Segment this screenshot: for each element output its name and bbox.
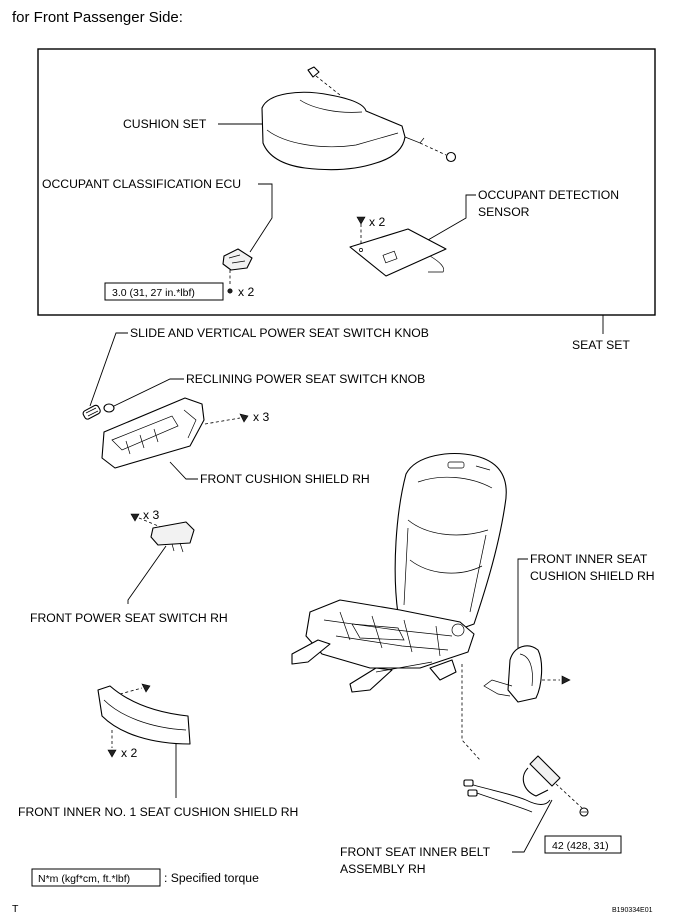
shield-no1-screw-icon [107,730,117,758]
belt-bolt-icon [579,807,589,817]
shield-no1-clip-icon [119,683,151,695]
legend-torque-unit: N*m (kgf*cm, ft.*lbf) [38,873,130,885]
shield-no1-screw-qty: x 2 [121,746,137,760]
belt-assembly-label-line2: ASSEMBLY RH [340,862,426,876]
belt-assembly-label-line1: FRONT SEAT INNER BELT [340,845,491,859]
belt-bolt-guide [555,783,583,809]
ecu-torque-box [104,282,224,301]
inner-seat-shield-label-line1: FRONT INNER SEAT [530,552,648,566]
power-seat-switch-leader [127,545,167,604]
switch-screw-icon [130,513,169,531]
figure-id: B190334E01 [612,907,653,914]
power-seat-switch-label: FRONT POWER SEAT SWITCH RH [30,611,228,625]
shield-screw-qty: x 3 [253,410,269,424]
occupant-ecu-part [222,248,253,271]
seat-set-frame [37,48,656,316]
belt-guide-line [461,664,481,761]
cushion-clip-icon [307,66,341,96]
belt-torque-box [544,835,622,854]
slide-knob-leader [89,332,128,407]
corner-mark: T [12,903,19,915]
inner-seat-shield-screw-icon [542,675,571,685]
front-cushion-shield-leader [169,461,198,480]
seat-assembly-part [291,453,507,693]
cushion-pin-icon [419,142,457,163]
occupant-sensor-label-line1: OCCUPANT DETECTION [478,188,619,202]
ecu-torque-value: 3.0 (31, 27 in.*lbf) [112,287,195,299]
reclining-knob-leader [113,378,184,407]
reclining-knob-part [103,403,115,413]
occupant-sensor-label-line2: SENSOR [478,205,530,219]
shield-screw-icon [204,413,249,425]
sensor-screw-icon [356,216,366,245]
seat-set-label: SEAT SET [572,338,630,352]
occupant-detection-sensor-part [349,228,447,277]
legend-torque-box [31,868,161,887]
front-cushion-shield-label: FRONT CUSHION SHIELD RH [200,472,370,486]
slide-knob-label: SLIDE AND VERTICAL POWER SEAT SWITCH KNO… [130,326,429,340]
occupant-ecu-label: OCCUPANT CLASSIFICATION ECU [42,177,241,191]
occupant-ecu-leader [249,183,273,253]
sensor-screw-qty: x 2 [369,215,385,229]
belt-torque-value: 42 (428, 31) [552,840,609,852]
cushion-set-part [261,91,425,171]
inner-seat-shield-leader [517,558,528,650]
front-inner-seat-cushion-shield-part [483,645,543,703]
inner-seat-shield-label-line2: CUSHION SHIELD RH [530,569,655,583]
ecu-screw-icon [227,288,233,294]
shield-no1-label: FRONT INNER NO. 1 SEAT CUSHION SHIELD RH [18,805,298,819]
switch-screw-qty: x 3 [143,508,159,522]
belt-assembly-leader [512,799,553,853]
diagram-title: for Front Passenger Side: [12,9,183,26]
front-seat-inner-belt-part [463,755,561,813]
reclining-knob-label: RECLINING POWER SEAT SWITCH KNOB [186,372,425,386]
slide-knob-part [82,404,101,420]
legend-description: : Specified torque [164,871,259,885]
front-inner-no1-seat-cushion-shield-part [97,685,191,745]
occupant-sensor-leader [427,194,476,241]
ecu-screw-qty: x 2 [238,285,254,299]
cushion-set-label: CUSHION SET [123,117,207,131]
front-power-seat-switch-part [150,521,195,553]
front-cushion-shield-part [101,397,205,469]
